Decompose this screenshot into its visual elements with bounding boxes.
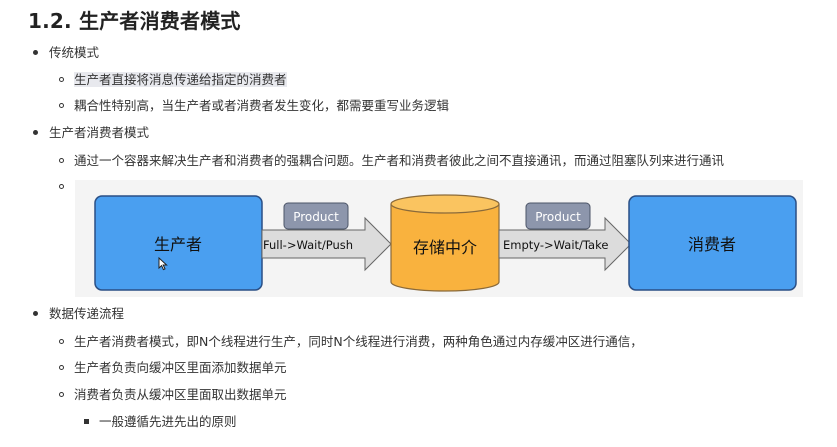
bullet-icon bbox=[59, 392, 64, 397]
product-label-left: Product bbox=[293, 210, 339, 224]
bullet-icon bbox=[59, 184, 64, 189]
product-box-left bbox=[283, 202, 349, 230]
bullet-icon bbox=[33, 50, 38, 55]
consumer-box bbox=[628, 195, 797, 291]
list-item-traditional: 传统模式 bbox=[33, 44, 99, 62]
product-label-right: Product bbox=[535, 210, 581, 224]
bullet-icon bbox=[59, 158, 64, 163]
take-arrow bbox=[498, 216, 632, 272]
mouse-cursor-icon bbox=[158, 257, 168, 271]
container-label: 存储中介 bbox=[413, 238, 477, 257]
item-text: 生产者负责向缓冲区里面添加数据单元 bbox=[74, 360, 287, 375]
list-item-data-flow: 数据传递流程 bbox=[33, 305, 124, 323]
list-item: 生产者消费者模式，即N个线程进行生产，同时N个线程进行消费，两种角色通过内存缓冲… bbox=[59, 333, 643, 351]
bullet-icon bbox=[33, 311, 38, 316]
bullet-icon bbox=[33, 130, 38, 135]
list-item: 通过一个容器来解决生产者和消费者的强耦合问题。生产者和消费者彼此之间不直接通讯，… bbox=[59, 152, 724, 170]
diagram-svg: 生产者 Full->Wait/Push Product 存储中介 Empty->… bbox=[94, 194, 797, 292]
container-cylinder bbox=[390, 204, 500, 292]
bullet-icon bbox=[59, 339, 64, 344]
push-arrow-label: Full->Wait/Push bbox=[263, 238, 353, 252]
list-item-diagram bbox=[59, 178, 74, 196]
page-title: 1.2. 生产者消费者模式 bbox=[28, 9, 241, 33]
item-text: 生产者消费者模式，即N个线程进行生产，同时N个线程进行消费，两种角色通过内存缓冲… bbox=[74, 334, 643, 349]
take-arrow-label: Empty->Wait/Take bbox=[503, 238, 608, 252]
item-text: 耦合性特别高，当生产者或者消费者发生变化，都需要重写业务逻辑 bbox=[74, 98, 450, 113]
bullet-icon bbox=[59, 365, 64, 370]
item-text: 一般遵循先进先出的原则 bbox=[99, 414, 237, 429]
list-item: 生产者直接将消息传递给指定的消费者 bbox=[59, 71, 287, 89]
container-top bbox=[390, 194, 500, 214]
producer-consumer-diagram: 生产者 Full->Wait/Push Product 存储中介 Empty->… bbox=[75, 180, 803, 297]
push-arrow bbox=[261, 216, 392, 272]
item-label: 传统模式 bbox=[49, 45, 100, 60]
list-item: 消费者负责从缓冲区里面取出数据单元 bbox=[59, 386, 287, 404]
list-item: 耦合性特别高，当生产者或者消费者发生变化，都需要重写业务逻辑 bbox=[59, 97, 449, 115]
producer-label: 生产者 bbox=[154, 235, 202, 254]
item-text: 消费者负责从缓冲区里面取出数据单元 bbox=[74, 387, 287, 402]
list-item-producer-consumer: 生产者消费者模式 bbox=[33, 124, 149, 142]
sub-list-item: 一般遵循先进先出的原则 bbox=[84, 413, 237, 431]
list-item: 生产者负责向缓冲区里面添加数据单元 bbox=[59, 359, 287, 377]
bullet-icon bbox=[59, 103, 64, 108]
consumer-label: 消费者 bbox=[688, 235, 736, 254]
product-box-right bbox=[525, 202, 591, 230]
item-label: 数据传递流程 bbox=[49, 306, 125, 321]
item-text: 生产者直接将消息传递给指定的消费者 bbox=[74, 72, 287, 87]
bullet-icon bbox=[59, 77, 64, 82]
item-label: 生产者消费者模式 bbox=[49, 125, 150, 140]
item-text: 通过一个容器来解决生产者和消费者的强耦合问题。生产者和消费者彼此之间不直接通讯，… bbox=[74, 153, 725, 168]
bullet-icon bbox=[84, 419, 89, 424]
